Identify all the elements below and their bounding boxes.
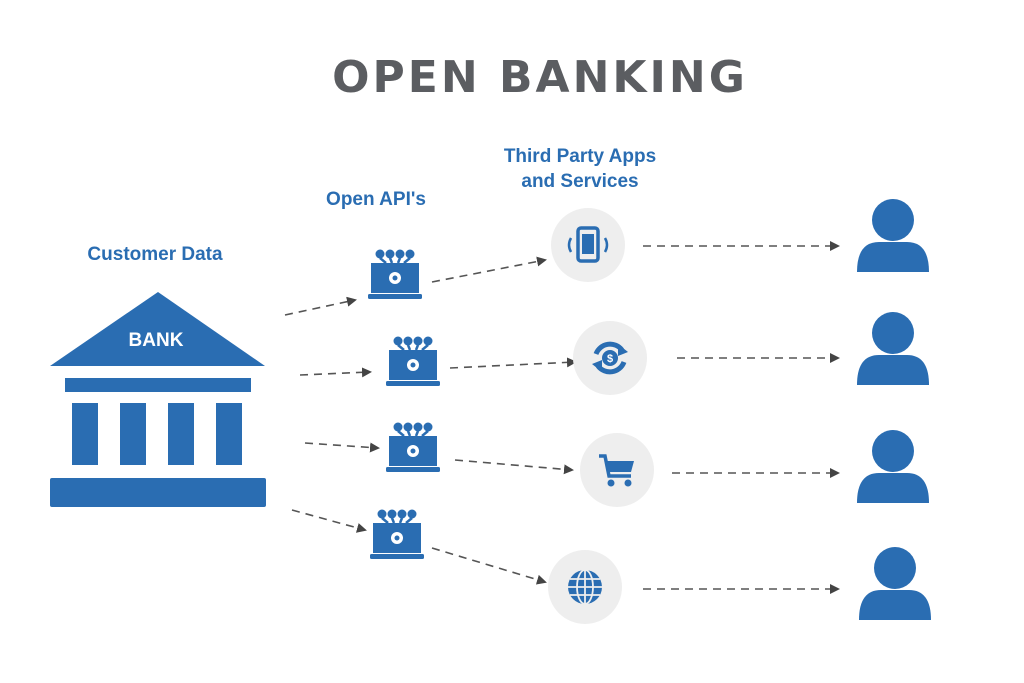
svg-text:$: $	[607, 353, 613, 365]
api-laptop-icon	[370, 509, 424, 559]
service-circle	[580, 433, 654, 507]
arrow-api-to-service	[431, 547, 547, 585]
bank-building-icon: BANK	[50, 292, 266, 507]
user-icon	[857, 312, 929, 385]
arrow-api-to-service	[431, 256, 547, 283]
arrow-bank-to-api	[299, 367, 372, 378]
user-icon	[859, 547, 931, 620]
service-circle	[551, 208, 625, 282]
mobile-phone-icon	[567, 226, 609, 263]
arrow-bank-to-api	[304, 442, 380, 453]
third-party-label-line2: and Services	[521, 171, 638, 192]
open-apis-label: Open API's	[326, 189, 426, 210]
third-party-label-line1: Third Party Apps	[504, 146, 656, 167]
service-circle	[548, 550, 622, 624]
bank-label: BANK	[129, 330, 184, 351]
diagram-title: OPEN BANKING	[332, 52, 748, 103]
arrow-api-to-service	[454, 459, 574, 475]
customer-data-label: Customer Data	[87, 244, 223, 265]
user-icon	[857, 199, 929, 272]
api-laptop-icon	[386, 422, 440, 472]
arrow-bank-to-api	[284, 296, 357, 316]
shopping-cart-icon	[599, 454, 634, 487]
arrow-api-to-service	[449, 357, 577, 369]
api-laptop-icon	[386, 336, 440, 386]
globe-icon	[568, 569, 602, 605]
arrow-bank-to-api	[291, 509, 367, 533]
user-icon	[857, 430, 929, 503]
currency-exchange-icon: $	[592, 341, 628, 375]
api-laptop-icon	[368, 249, 422, 299]
service-circle: $	[573, 321, 647, 395]
